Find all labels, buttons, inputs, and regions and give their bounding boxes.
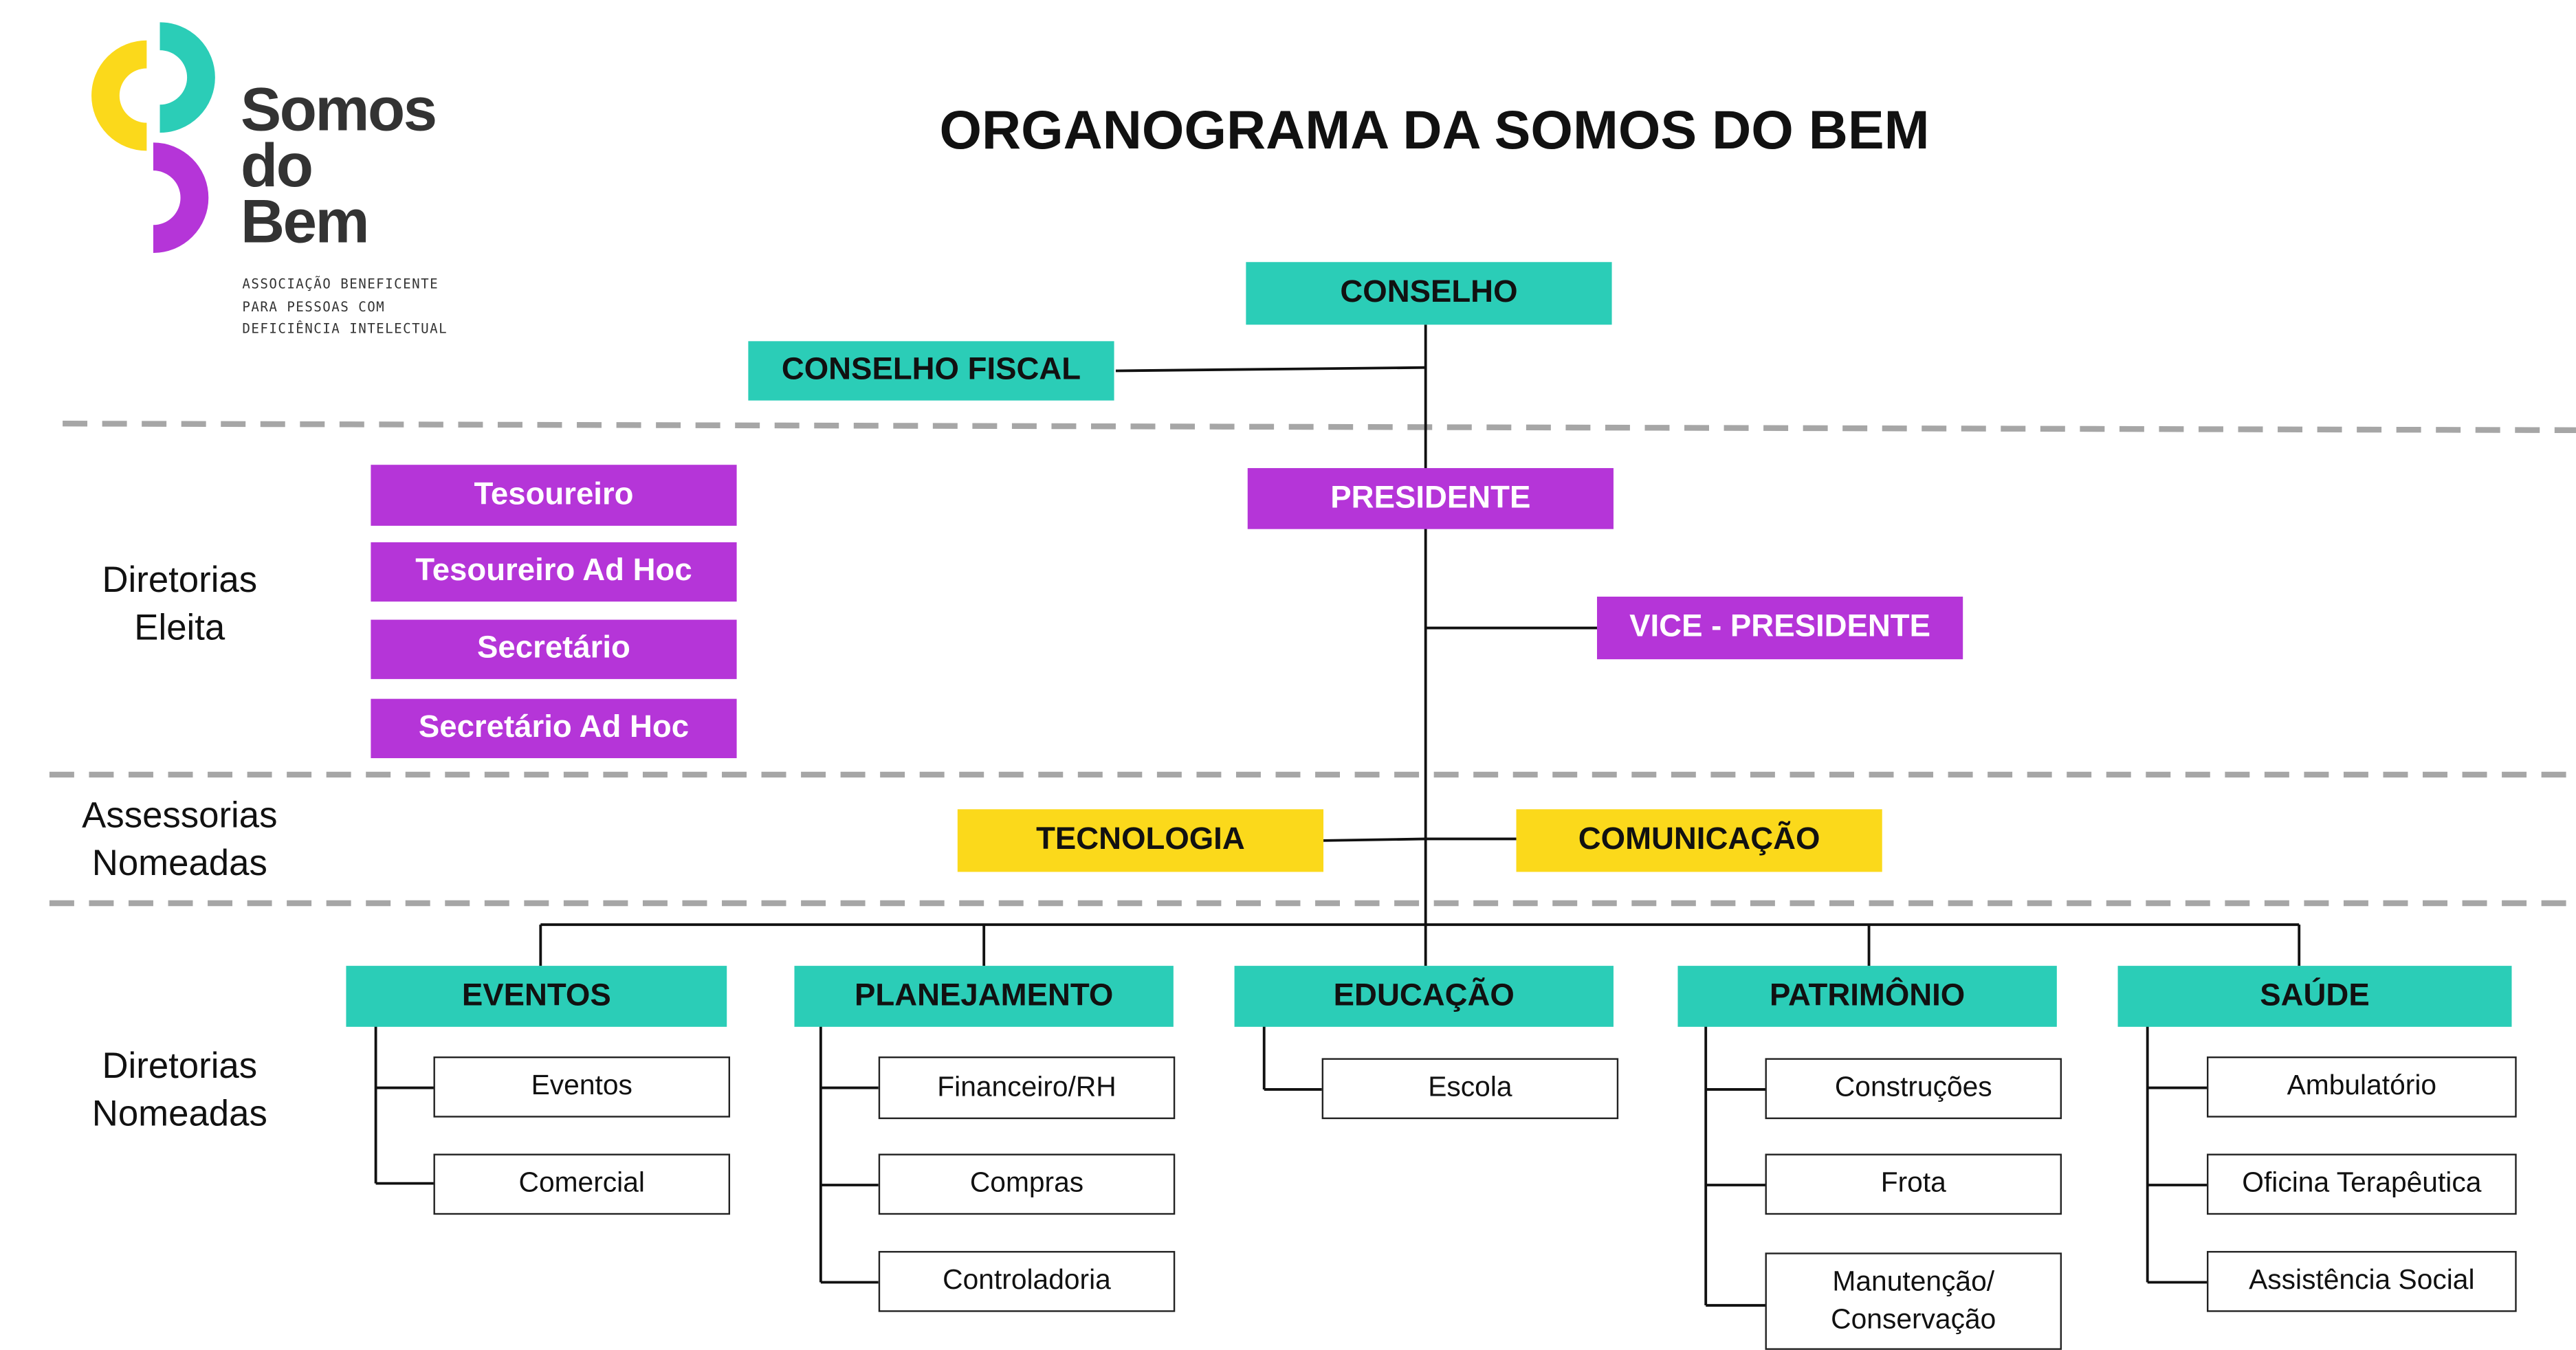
tier-label-line: Diretorias: [102, 558, 258, 600]
node-sub-manutencao-conservacao: Manutenção/ Conservação: [1765, 1252, 2062, 1350]
node-tecnologia: TECNOLOGIA: [957, 809, 1324, 872]
node-sub-construcoes: Construções: [1765, 1058, 2062, 1120]
logo-tagline-line: DEFICIÊNCIA INTELECTUAL: [242, 321, 448, 337]
logo-tagline-line: PARA PESSOAS COM: [242, 299, 386, 314]
node-dept-educacao: EDUCAÇÃO: [1234, 966, 1614, 1027]
node-sub-compras: Compras: [878, 1153, 1176, 1215]
logo-word-3: Bem: [241, 188, 369, 256]
node-dept-saude: SAÚDE: [2117, 966, 2512, 1027]
tier-label-line: Nomeadas: [91, 842, 267, 884]
node-sub-ambulatorio: Ambulatório: [2206, 1056, 2517, 1118]
logo-tagline-line: ASSOCIAÇÃO BENEFICENTE: [242, 276, 439, 292]
divider-line: [63, 421, 2576, 434]
logo-word-2: do: [241, 131, 313, 200]
node-sub-escola: Escola: [1321, 1058, 1619, 1120]
node-conselho-fiscal: CONSELHO FISCAL: [748, 341, 1114, 401]
node-sub-assistencia-social: Assistência Social: [2206, 1250, 2517, 1312]
tier-label-nomeadas: Diretorias Nomeadas: [40, 1041, 320, 1137]
tier-label-line: Eleita: [134, 606, 225, 648]
node-sub-eventos: Eventos: [433, 1056, 731, 1118]
node-sub-oficina-terapeutica: Oficina Terapêutica: [2206, 1153, 2517, 1215]
logo-mark: [91, 22, 215, 254]
node-dept-patrimonio: PATRIMÔNIO: [1677, 966, 2057, 1027]
node-sub-controladoria: Controladoria: [878, 1250, 1176, 1312]
node-sub-frota: Frota: [1765, 1153, 2062, 1215]
node-secretario: Secretário: [371, 619, 737, 679]
node-tesoureiro: Tesoureiro: [371, 465, 737, 526]
node-sub-financeiro-rh: Financeiro/RH: [878, 1056, 1176, 1120]
logo-tagline: ASSOCIAÇÃO BENEFICENTE PARA PESSOAS COM …: [242, 274, 473, 340]
node-vice-presidente: VICE - PRESIDENTE: [1596, 597, 1963, 660]
page-title: ORGANOGRAMA DA SOMOS DO BEM: [939, 98, 1930, 160]
node-sub-comercial: Comercial: [433, 1153, 731, 1215]
node-dept-eventos: EVENTOS: [346, 966, 727, 1027]
tier-label-assessorias: Assessorias Nomeadas: [40, 791, 320, 887]
node-conselho: CONSELHO: [1246, 262, 1612, 325]
tier-label-line: Diretorias: [102, 1045, 258, 1087]
node-dept-planejamento: PLANEJAMENTO: [794, 966, 1174, 1027]
link-tecnologia: [1323, 837, 1426, 842]
node-secretario-ad-hoc: Secretário Ad Hoc: [371, 698, 737, 758]
node-presidente: PRESIDENTE: [1247, 467, 1614, 529]
tier-label-line: Assessorias: [82, 794, 278, 836]
node-tesoureiro-ad-hoc: Tesoureiro Ad Hoc: [371, 542, 737, 602]
node-comunicacao: COMUNICAÇÃO: [1516, 809, 1882, 872]
link-conselho-fiscal: [1115, 366, 1426, 373]
tier-label-eleita: Diretorias Eleita: [40, 555, 320, 651]
tier-label-line: Nomeadas: [91, 1092, 267, 1134]
logo-word-1: Somos: [241, 76, 437, 144]
